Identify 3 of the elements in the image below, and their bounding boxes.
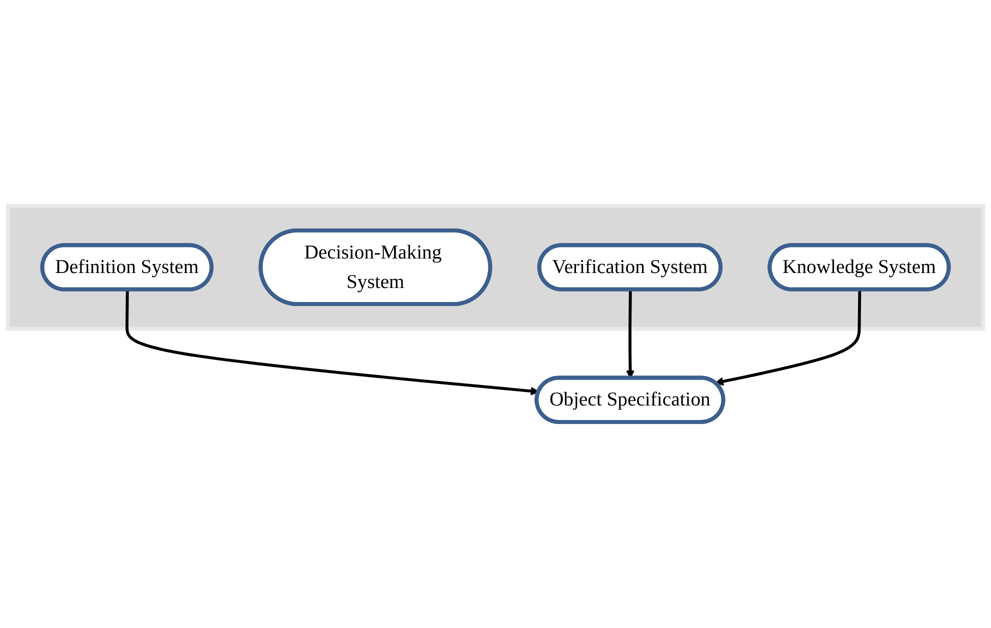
arrow — [715, 290, 862, 386]
arrow — [126, 290, 540, 396]
cluster — [6, 204, 986, 331]
